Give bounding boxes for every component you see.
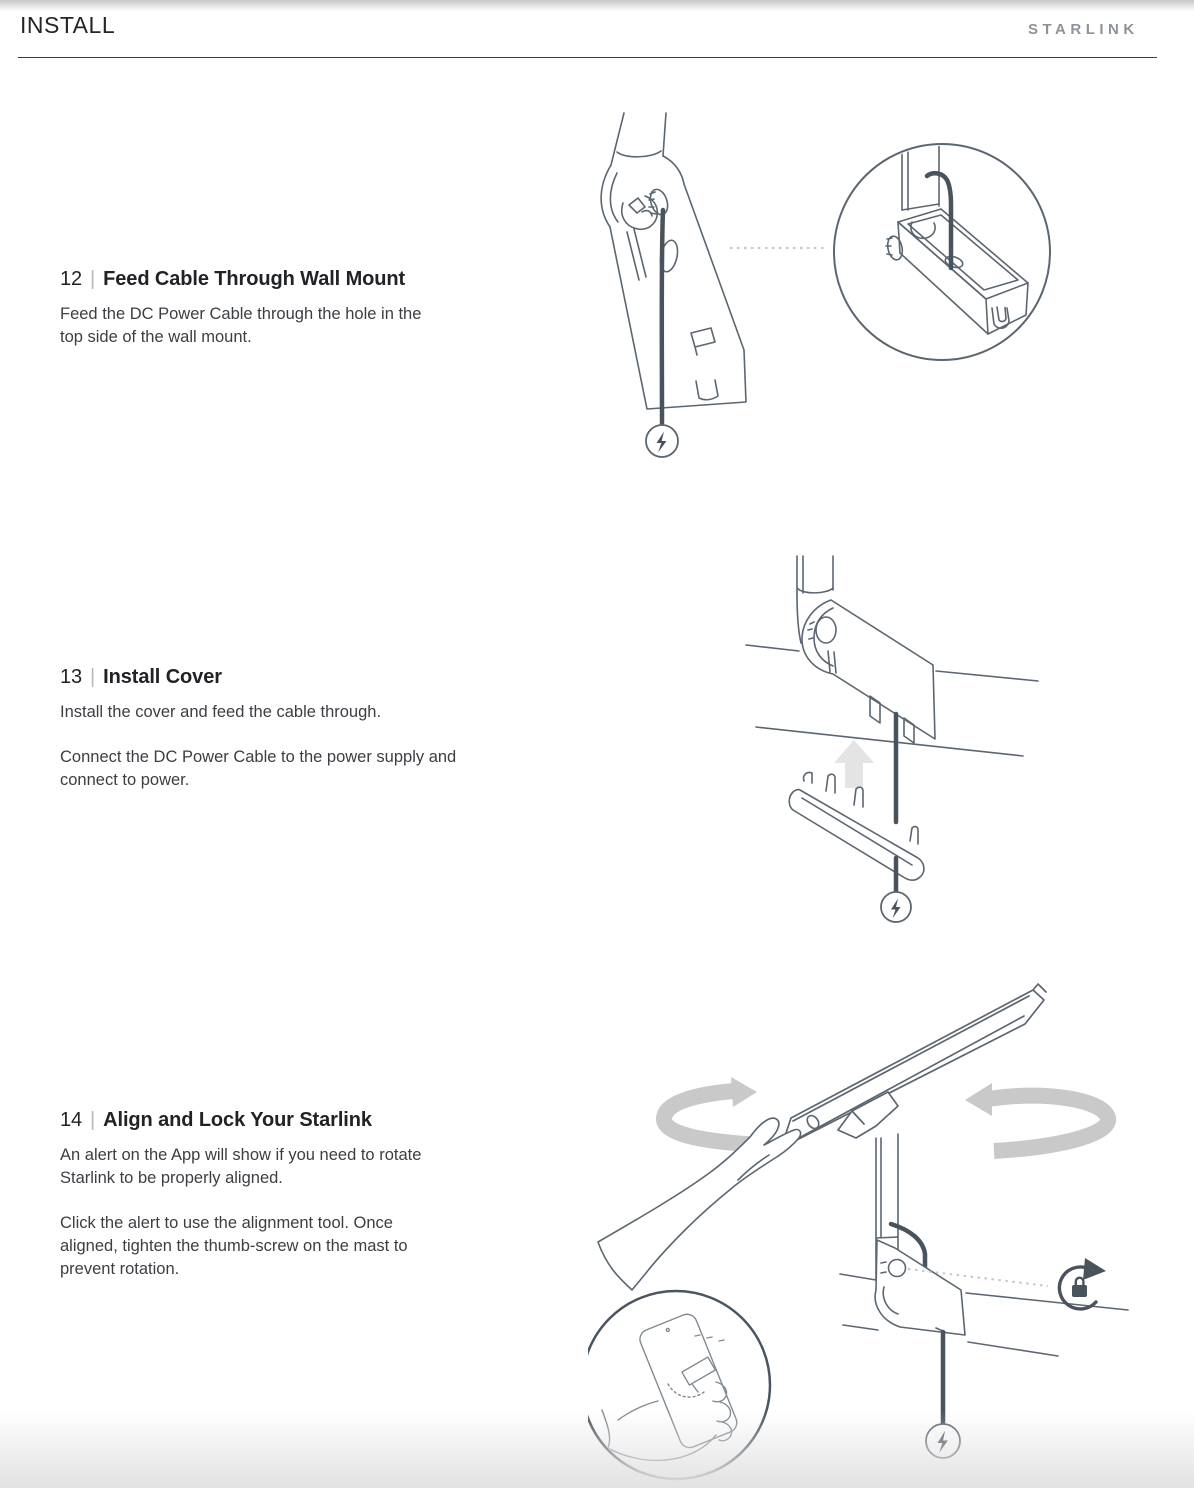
- mast: [796, 555, 834, 644]
- wall-mount-with-cover: [874, 1239, 966, 1336]
- step-number: 14: [60, 1109, 83, 1131]
- phone-status-icons: [694, 1334, 725, 1342]
- magnifier-detail-circle: [833, 143, 1051, 361]
- power-icon: [645, 424, 679, 458]
- step-13-section: 13 | Install Cover Install the cover and f…: [60, 666, 500, 792]
- thumb-screw: [886, 235, 904, 261]
- top-edge-shade: [0, 0, 1194, 11]
- step-14-paragraph-2: Click the alert to use the alignment too…: [60, 1214, 408, 1278]
- power-icon: [880, 891, 912, 923]
- phone-screen-dish-icon: [681, 1356, 717, 1386]
- lock-leader-dotted-line: [907, 1268, 1049, 1287]
- rotation-arrowhead-left: [731, 1077, 757, 1107]
- illustration-align-and-lock: [588, 980, 1194, 1488]
- step-13-paragraph-1: Install the cover and feed the cable thr…: [60, 703, 382, 721]
- header-rule: [18, 57, 1157, 58]
- wall-line-upper: [839, 1273, 1129, 1311]
- cover-clips: [825, 773, 919, 845]
- rotate-lock-icon: [1057, 1258, 1106, 1311]
- step-13-paragraph-2: Connect the DC Power Cable to the power …: [60, 748, 457, 789]
- step-title: Feed Cable Through Wall Mount: [103, 268, 406, 290]
- power-icon: [925, 1423, 961, 1459]
- hand: [597, 1114, 820, 1291]
- fingertip: [806, 1114, 820, 1130]
- wall-line-lower: [842, 1324, 1059, 1357]
- step-13-heading: 13 | Install Cover: [60, 666, 500, 689]
- step-14-heading: 14 | Align and Lock Your Starlink: [60, 1109, 500, 1132]
- step-14-paragraph-1: An alert on the App will show if you nee…: [60, 1146, 422, 1187]
- cover: [788, 771, 925, 881]
- starlink-dish: [780, 989, 1045, 1149]
- alignment-arc: [667, 1383, 705, 1398]
- step-separator: |: [90, 268, 96, 290]
- wall-mount-drawing: [600, 112, 747, 410]
- step-number: 12: [60, 268, 83, 290]
- wall-line-lower: [755, 726, 1024, 757]
- padlock-icon: [1072, 1285, 1087, 1297]
- dc-power-cable-hook: [888, 1221, 928, 1273]
- step-separator: |: [90, 1109, 96, 1131]
- brand-logo: STARLINK: [1028, 21, 1139, 38]
- page-title: INSTALL: [20, 12, 116, 38]
- wall-line-upper: [745, 644, 1039, 682]
- step-separator: |: [90, 666, 96, 688]
- rotation-arrows: [655, 1077, 1116, 1159]
- illustration-feed-cable-wall-mount: [590, 110, 1070, 470]
- phone-alignment-inset: [588, 1289, 772, 1481]
- thumb-screw: [815, 616, 837, 644]
- thumb-screw: [887, 1258, 907, 1278]
- dc-power-cable-detail: [924, 170, 954, 271]
- step-title: Install Cover: [103, 666, 222, 688]
- dish-corner-notch: [1032, 983, 1047, 993]
- step-12-paragraph: Feed the DC Power Cable through the hole…: [60, 305, 422, 346]
- step-number: 13: [60, 666, 83, 688]
- up-arrow: [834, 740, 874, 788]
- dc-power-cable: [659, 207, 666, 426]
- cable-routing-slot: [991, 307, 1010, 329]
- rotation-arrowhead-right: [965, 1083, 992, 1116]
- step-title: Align and Lock Your Starlink: [103, 1109, 372, 1131]
- illustration-install-cover: [740, 550, 1080, 950]
- step-14-section: 14 | Align and Lock Your Starlink An alert…: [60, 1109, 500, 1281]
- wall-mount-plate: [801, 599, 936, 744]
- lightning-bolt-icon: [656, 431, 667, 453]
- lightning-bolt-icon: [891, 898, 901, 919]
- step-12-heading: 12 | Feed Cable Through Wall Mount: [60, 268, 500, 291]
- step-12-section: 12 | Feed Cable Through Wall Mount Feed th…: [60, 268, 500, 349]
